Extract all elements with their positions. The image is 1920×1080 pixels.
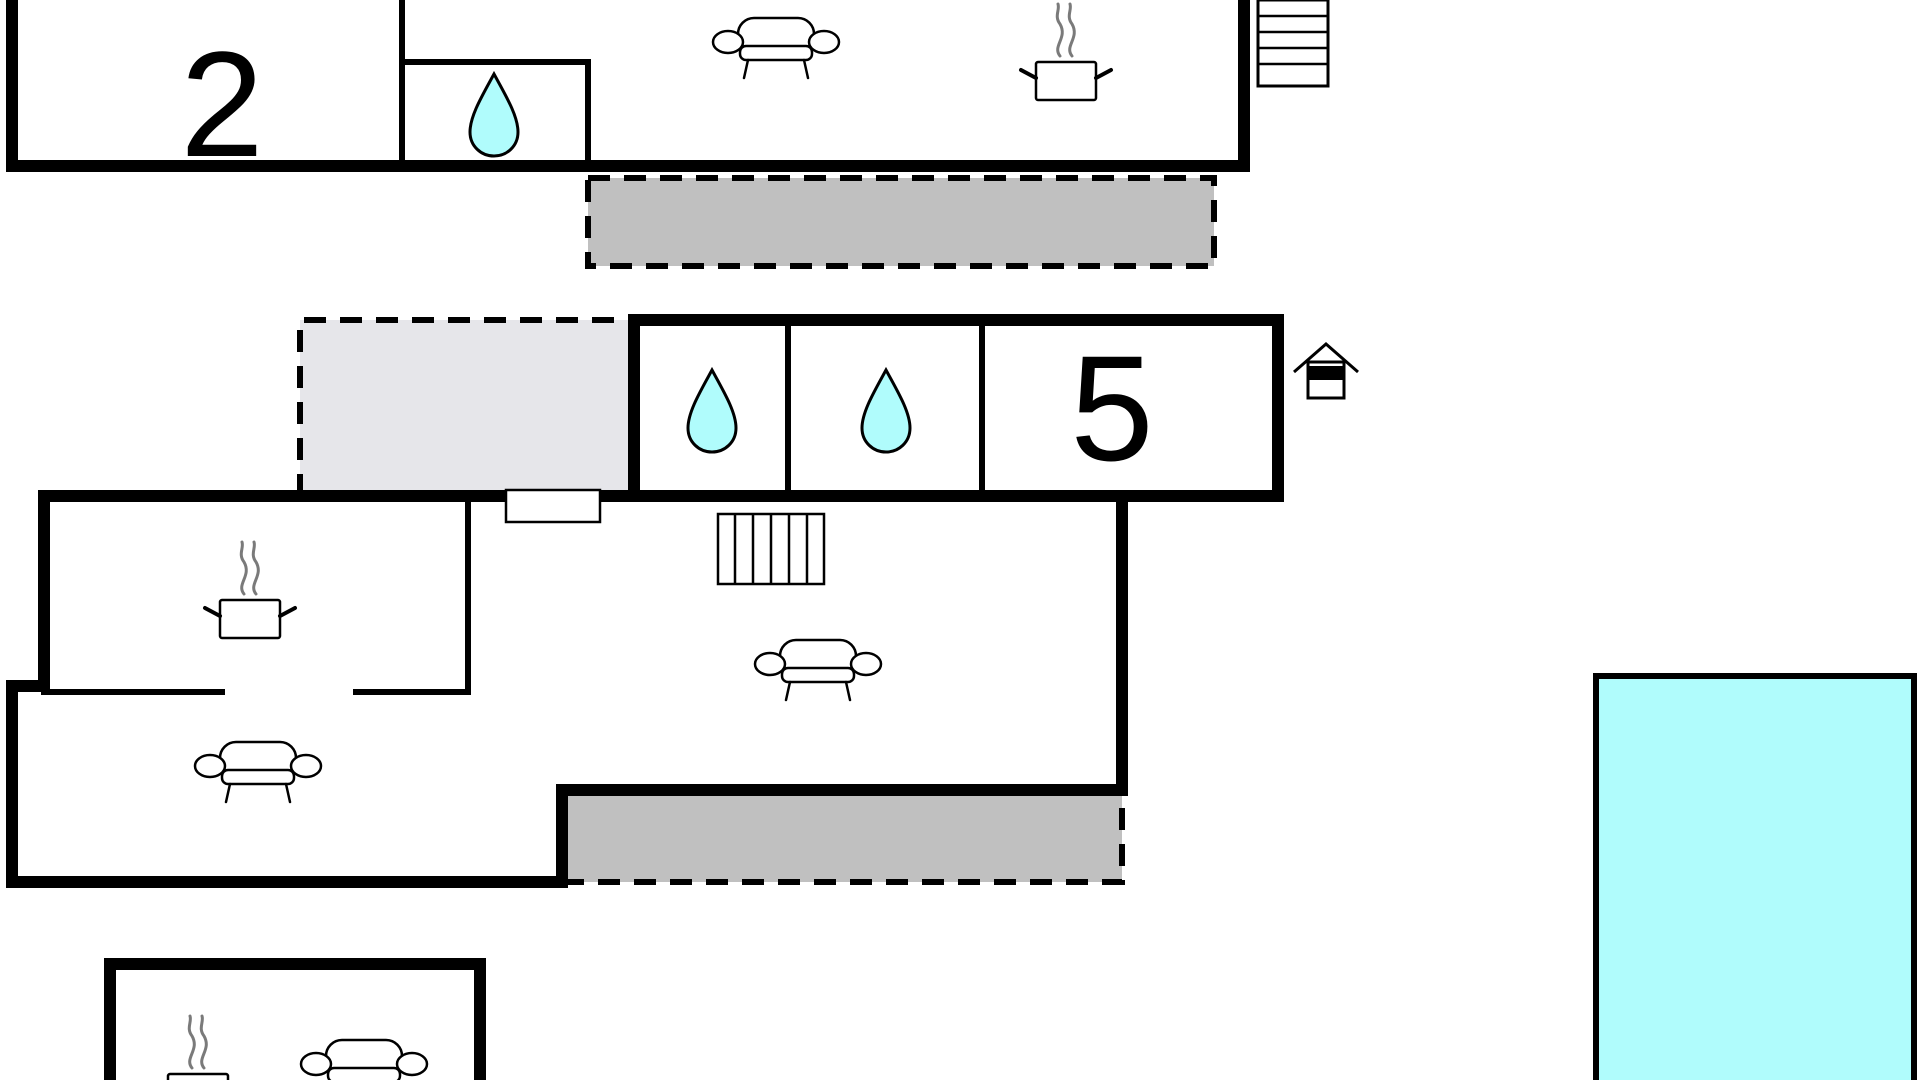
cooking-pot-icon [151, 1014, 245, 1080]
room-number-5: 5 [1070, 324, 1153, 492]
swimming-pool [1593, 673, 1917, 1080]
sofa-icon [299, 1038, 429, 1080]
stairs-icon [1256, 0, 1330, 88]
building-bottom [104, 958, 486, 1080]
window-icon [504, 488, 602, 524]
building-top: 2 [6, 0, 1250, 188]
water-drop-icon [468, 72, 520, 158]
terrace-light [297, 317, 634, 496]
house-icon [1293, 342, 1359, 400]
sofa-icon [193, 740, 323, 804]
building-middle: 5 [6, 314, 1284, 888]
sofa-icon [753, 638, 883, 702]
terrace-bottom [562, 790, 1125, 885]
water-drop-icon [860, 368, 912, 454]
sofa-icon [711, 16, 841, 80]
cooking-pot-icon [203, 540, 297, 640]
room-number-2: 2 [180, 20, 263, 188]
radiator-icon [716, 512, 826, 586]
terrace-top [585, 175, 1217, 269]
cooking-pot-icon [1019, 2, 1113, 102]
water-drop-icon [686, 368, 738, 454]
